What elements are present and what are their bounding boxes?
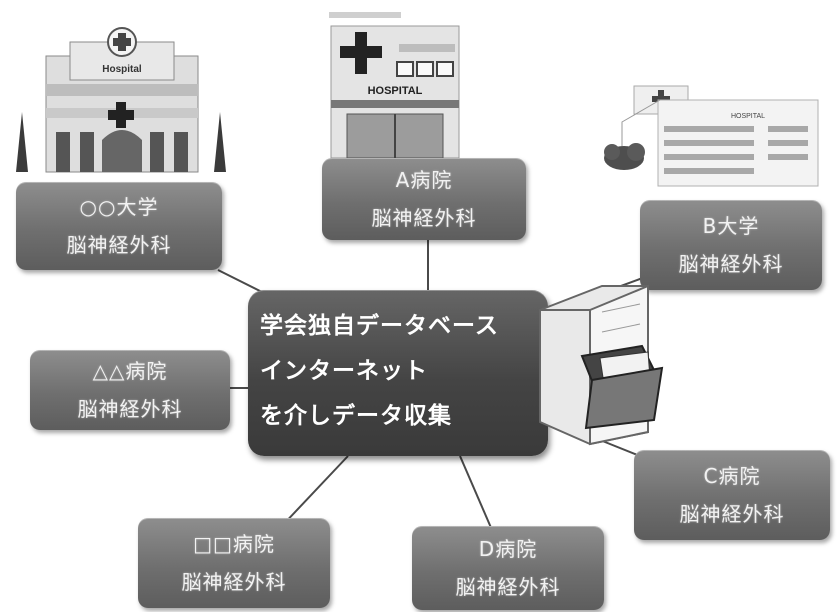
node-univ-oo: ○○大学 脳神経外科 bbox=[16, 182, 222, 270]
node-hosp-sq-dept: 脳神経外科 bbox=[181, 570, 287, 594]
node-hosp-c-dept: 脳神経外科 bbox=[679, 502, 785, 526]
node-hosp-c: C病院 脳神経外科 bbox=[634, 450, 830, 540]
node-hosp-a-dept: 脳神経外科 bbox=[371, 206, 477, 230]
central-line-3: を介しデータ収集 bbox=[260, 403, 452, 429]
node-univ-b: B大学 脳神経外科 bbox=[640, 200, 822, 290]
central-line-2: インターネット bbox=[260, 358, 428, 384]
node-hosp-a: A病院 脳神経外科 bbox=[322, 158, 526, 240]
central-database-box: 学会独自データベース インターネット を介しデータ収集 bbox=[248, 290, 548, 456]
node-hosp-tri: △△病院 脳神経外科 bbox=[30, 350, 230, 430]
node-hosp-sq: □□病院 脳神経外科 bbox=[138, 518, 330, 608]
node-hosp-c-name: C病院 bbox=[703, 464, 761, 488]
university-hospital-sign: Hospital bbox=[102, 64, 142, 75]
node-hosp-a-name: A病院 bbox=[395, 168, 453, 192]
university-hospital-building-icon: Hospital bbox=[16, 27, 226, 173]
central-line-1: 学会独自データベース bbox=[260, 313, 499, 339]
hospital-sign: HOSPITAL bbox=[368, 85, 423, 97]
node-hosp-tri-name: △△病院 bbox=[92, 359, 168, 383]
link-hosp-d bbox=[459, 455, 493, 531]
node-hosp-tri-dept: 脳神経外科 bbox=[77, 397, 183, 421]
hospital-building-icon: HOSPITAL bbox=[329, 12, 460, 159]
node-hosp-d-dept: 脳神経外科 bbox=[455, 575, 561, 599]
node-univ-oo-name: ○○大学 bbox=[79, 195, 159, 219]
node-univ-b-dept: 脳神経外科 bbox=[678, 252, 784, 276]
node-hosp-sq-name: □□病院 bbox=[193, 532, 275, 556]
node-univ-b-name: B大学 bbox=[702, 214, 760, 238]
link-univ-oo bbox=[217, 269, 263, 293]
folder-icon bbox=[580, 344, 664, 430]
link-hosp-c bbox=[599, 439, 641, 457]
link-hosp-sq bbox=[279, 455, 349, 529]
server-icon bbox=[539, 284, 664, 446]
node-hosp-d: D病院 脳神経外科 bbox=[412, 526, 604, 610]
node-univ-oo-dept: 脳神経外科 bbox=[66, 233, 172, 257]
hospital-complex-sign: HOSPITAL bbox=[731, 113, 765, 120]
node-hosp-d-name: D病院 bbox=[478, 537, 538, 561]
hospital-complex-building-icon: HOSPITAL bbox=[604, 85, 819, 187]
